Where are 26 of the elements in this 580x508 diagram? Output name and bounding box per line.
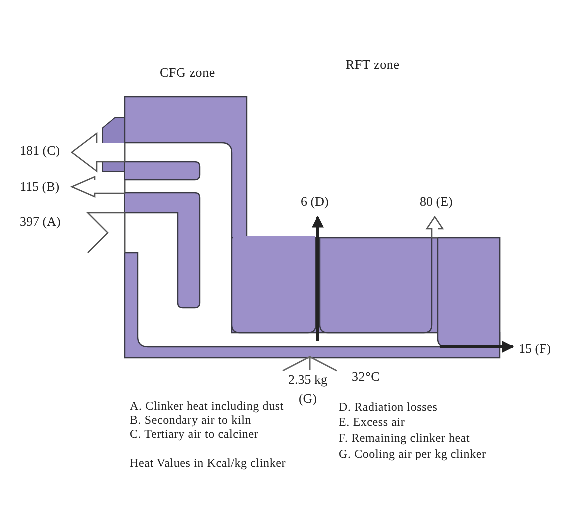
legend-text: E. Excess air: [339, 415, 406, 429]
legend-text: F. Remaining clinker heat: [339, 431, 470, 445]
hollow-arrow: [70, 132, 126, 173]
flow-value: 181 (C): [20, 143, 68, 159]
note-text: Heat Values in Kcal/kg clinker: [130, 456, 286, 470]
flow-value: 6 (D): [301, 194, 337, 210]
flow-value: 397 (A): [20, 214, 70, 230]
zone-label: CFG zone: [160, 66, 216, 80]
flow-value: 115 (B): [20, 179, 68, 195]
temperature-label: 32°C: [352, 370, 380, 384]
hollow-arrow: [70, 176, 126, 198]
flow-value: 15 (F): [519, 341, 565, 357]
hollow-arrow: [426, 216, 444, 239]
cooler-drawing: [102, 96, 501, 359]
inlet-arrow: [282, 356, 338, 372]
flow-arrow: [312, 216, 324, 238]
flow-value: 2.35 kg (G): [284, 370, 332, 408]
inlet-arrow: [86, 212, 126, 254]
zone-label: RFT zone: [346, 58, 400, 72]
legend-text: A. Clinker heat including dust: [130, 399, 284, 413]
legend-text: G. Cooling air per kg clinker: [339, 447, 486, 461]
legend-text: C. Tertiary air to calciner: [130, 427, 259, 441]
flow-arrow: [500, 341, 514, 353]
flow-value: 80 (E): [420, 194, 462, 210]
legend-text: B. Secondary air to kiln: [130, 413, 252, 427]
legend-text: D. Radiation losses: [339, 400, 438, 414]
